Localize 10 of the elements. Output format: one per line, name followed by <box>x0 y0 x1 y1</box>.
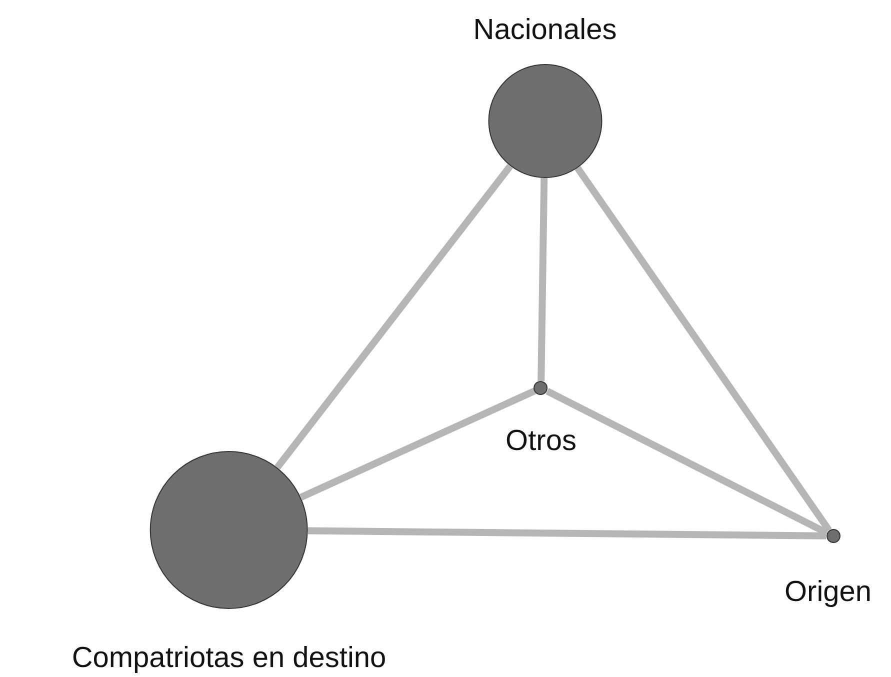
connector-line <box>574 166 832 532</box>
node-label: Compatriotas en destino <box>72 642 386 674</box>
node-label: Otros <box>506 425 576 457</box>
connector-line <box>538 178 548 382</box>
connector-line <box>274 164 513 470</box>
connector-line <box>299 388 536 500</box>
node-label: Nacionales <box>473 14 617 46</box>
connector-line <box>308 527 826 540</box>
connector-line <box>546 388 828 536</box>
node-label: Origen <box>784 576 872 608</box>
